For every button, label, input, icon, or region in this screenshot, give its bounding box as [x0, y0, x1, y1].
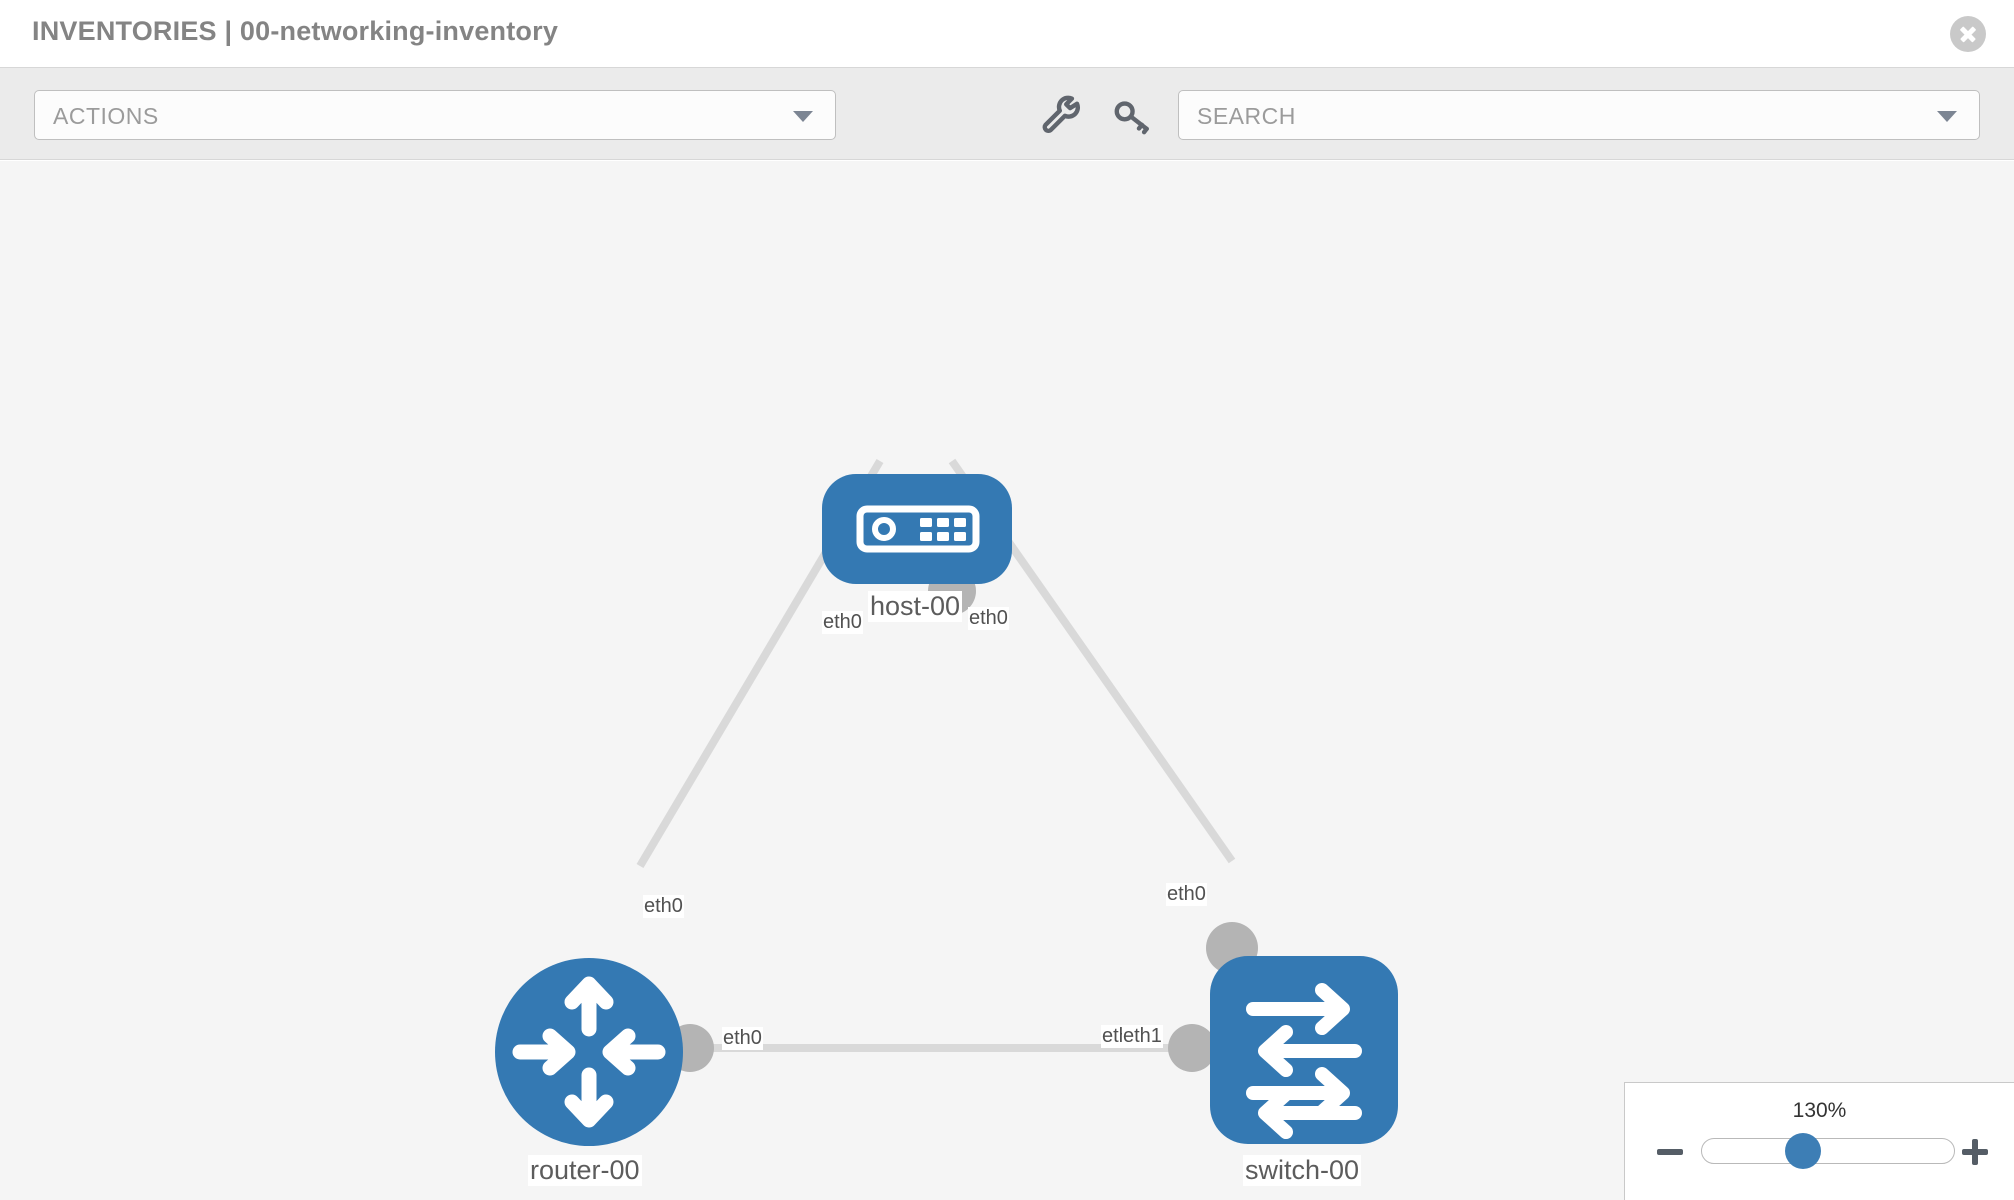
topology-connectors	[666, 567, 1258, 1072]
node-label-host-00: host-00	[868, 591, 963, 622]
chevron-down-icon[interactable]	[1937, 111, 1957, 122]
node-label-router-00: router-00	[528, 1155, 642, 1186]
page-header: INVENTORIES | 00-networking-inventory	[0, 0, 2014, 68]
iface-label-router00-eth0-up: eth0	[643, 895, 684, 918]
page-title: INVENTORIES | 00-networking-inventory	[32, 16, 559, 46]
node-label-switch-00: switch-00	[1243, 1155, 1362, 1186]
node-switch-00[interactable]	[1210, 956, 1398, 1144]
node-host-00[interactable]	[822, 474, 1012, 584]
iface-label-switch00-eth0-up: eth0	[1166, 883, 1207, 906]
search-input[interactable]: SEARCH	[1178, 90, 1980, 140]
chevron-down-icon	[793, 111, 813, 122]
zoom-control-panel: 130%	[1624, 1082, 2014, 1200]
actions-dropdown[interactable]: ACTIONS	[34, 90, 836, 140]
toolbar: ACTIONS SEARCH	[0, 68, 2014, 160]
iface-label-switch00-eth1: eth1	[1122, 1025, 1163, 1048]
wrench-icon[interactable]	[1040, 94, 1084, 138]
zoom-slider-track[interactable]	[1701, 1138, 1955, 1164]
node-router-00[interactable]	[495, 958, 683, 1146]
topology-graph	[495, 458, 1398, 1146]
close-icon[interactable]	[1950, 16, 1986, 52]
key-icon[interactable]	[1110, 94, 1154, 138]
iface-label-router00-eth0: eth0	[722, 1027, 763, 1050]
plus-icon[interactable]	[1962, 1139, 1988, 1165]
zoom-percent-label: 130%	[1792, 1099, 1847, 1122]
topology-canvas[interactable]: host-00 router-00 switch-00 eth0 eth0 et…	[0, 161, 2014, 1200]
minus-icon[interactable]	[1657, 1149, 1683, 1155]
iface-label-host00-eth0-right: eth0	[968, 607, 1009, 630]
zoom-slider-handle[interactable]	[1785, 1133, 1821, 1169]
actions-dropdown-label: ACTIONS	[53, 103, 159, 129]
iface-label-host00-eth0-left: eth0	[822, 611, 863, 634]
search-placeholder: SEARCH	[1197, 103, 1296, 129]
connector-switch00-eth1	[1168, 1024, 1216, 1072]
